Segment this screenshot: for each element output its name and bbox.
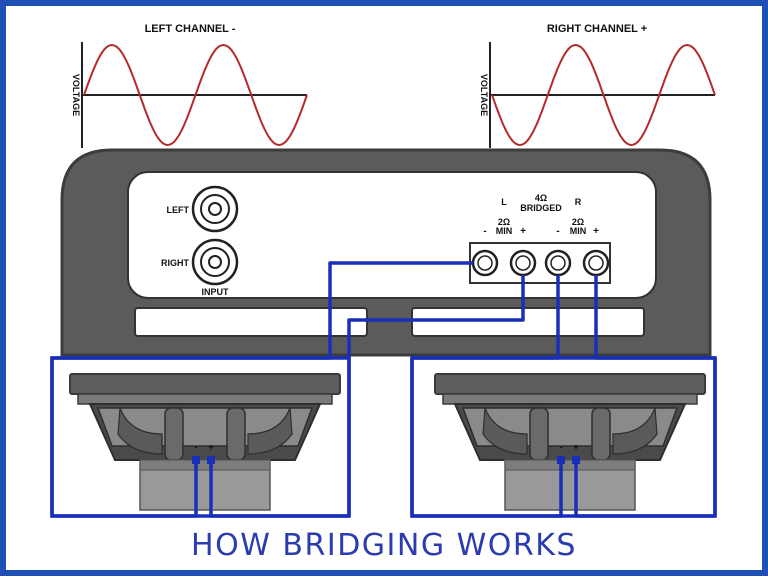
left-sine-wave [83,43,308,147]
speaker-left-pos-sign: + [208,442,213,452]
wiring [50,261,717,518]
channel-l-label: L [501,197,507,207]
amplifier: LEFT RIGHT INPUT L 4Ω BRIDGED R 2Ω MIN 2… [60,148,712,357]
right-waveform-title: RIGHT CHANNEL + [547,23,647,35]
bridged-ohm-label: 4Ω [535,193,547,203]
input-caption: INPUT [202,287,230,297]
bridged-label: BRIDGED [520,203,562,213]
left-waveform-title: LEFT CHANNEL - [145,23,236,35]
wire-left-negative [50,261,473,518]
terminal-left-neg-sign: - [483,226,486,237]
right-sine-wave [491,43,716,147]
diagram-caption: HOW BRIDGING WORKS [191,528,577,563]
terminal-left-pos-sign: + [520,226,526,237]
speaker-left-terminals [192,456,215,464]
amplifier-slot-right [411,307,645,337]
right-min-ohm: 2Ω [572,217,584,227]
wire-left-positive [209,275,525,518]
rca-input-left[interactable] [191,185,239,233]
wire-right-positive [574,275,717,518]
speaker-right-terminals [557,456,580,464]
input-left-label: LEFT [167,205,190,215]
right-voltage-label: VOLTAGE [479,74,489,116]
terminal-right-neg-sign: - [556,226,559,237]
amplifier-slot-left [134,307,368,337]
terminal-right-pos-sign: + [593,226,599,237]
speaker-left-neg-sign: - [195,442,198,452]
speaker-right: - + [434,373,706,511]
speaker-right-pos-sign: + [573,442,578,452]
terminal-right-pos[interactable] [582,249,610,277]
right-waveform: RIGHT CHANNEL + VOLTAGE [479,23,716,148]
rca-input-right[interactable] [191,238,239,286]
speaker-left: - + [69,373,341,511]
channel-r-label: R [575,197,582,207]
speaker-right-neg-sign: - [560,442,563,452]
input-right-label: RIGHT [161,258,190,268]
right-min-label: MIN [570,226,587,236]
terminal-right-neg[interactable] [544,249,572,277]
terminal-left-pos[interactable] [509,249,537,277]
left-waveform: LEFT CHANNEL - VOLTAGE [71,23,308,148]
left-voltage-label: VOLTAGE [71,74,81,116]
left-min-ohm: 2Ω [498,217,510,227]
left-min-label: MIN [496,226,513,236]
wire-right-negative [410,275,563,518]
terminal-left-neg[interactable] [471,249,499,277]
